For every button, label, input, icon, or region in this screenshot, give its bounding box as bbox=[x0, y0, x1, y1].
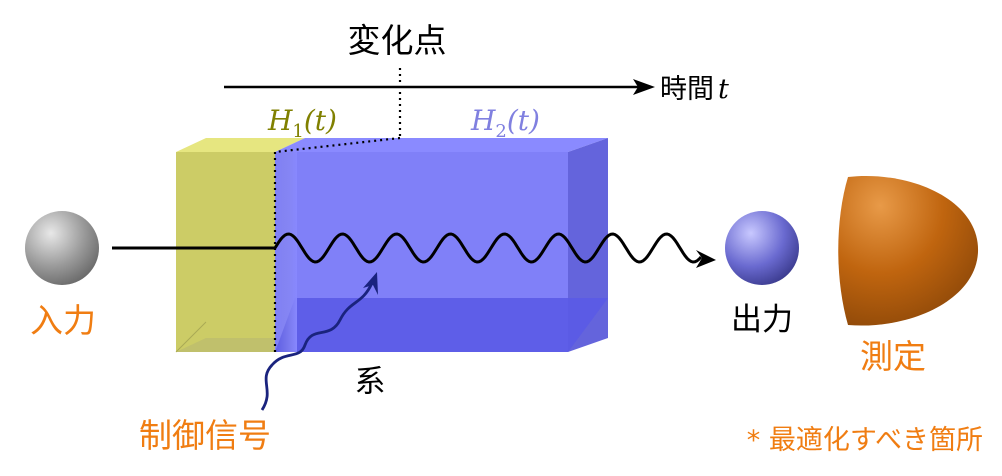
output-sphere bbox=[725, 211, 799, 285]
optimization-note: * 最適化すべき箇所 bbox=[747, 425, 983, 456]
h1-label: H1(t) bbox=[267, 104, 337, 142]
system-label: 系 bbox=[355, 364, 386, 400]
h2-label: H2(t) bbox=[470, 104, 540, 142]
signal-wave bbox=[112, 232, 716, 268]
control-signal-label: 制御信号 bbox=[139, 416, 271, 455]
control-signal-wave bbox=[260, 272, 378, 411]
measurement-detector bbox=[838, 175, 979, 326]
input-label: 入力 bbox=[30, 301, 96, 340]
time-axis-arrow bbox=[224, 79, 655, 95]
system-box-h2 bbox=[275, 138, 608, 352]
change-point-label: 変化点 bbox=[348, 21, 447, 60]
input-sphere bbox=[25, 211, 99, 285]
output-label: 出力 bbox=[731, 302, 793, 338]
system-box-h1 bbox=[175, 138, 305, 353]
measurement-label: 測定 bbox=[860, 337, 926, 376]
